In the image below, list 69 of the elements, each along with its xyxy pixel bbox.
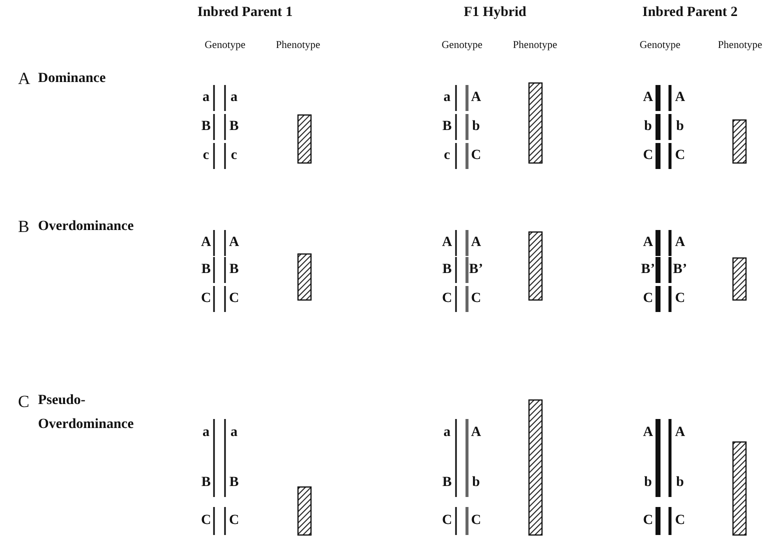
section-title: Dominance: [38, 72, 106, 86]
allele-label: C: [470, 149, 482, 163]
allele-label: A: [442, 236, 452, 250]
section-letter: C: [18, 393, 30, 410]
allele-label: C: [470, 514, 482, 528]
allele-label: B’: [673, 263, 687, 277]
allele-label: B’: [469, 263, 483, 277]
allele-label: a: [230, 426, 238, 440]
allele-label: a: [444, 91, 450, 105]
column-subheader: Phenotype: [276, 41, 320, 52]
section-title: Overdominance: [38, 220, 134, 234]
allele-label: B: [442, 263, 452, 277]
section-title: Pseudo- Overdominance: [38, 392, 135, 434]
allele-label: b: [644, 476, 652, 490]
allele-label: B: [442, 476, 452, 490]
allele-label: C: [200, 514, 212, 528]
allele-label: A: [642, 236, 654, 250]
allele-label: b: [472, 120, 480, 134]
allele-label: C: [642, 292, 654, 306]
allele-label: C: [442, 514, 452, 528]
allele-label: C: [674, 514, 686, 528]
allele-label: a: [202, 91, 210, 105]
section-letter: A: [18, 70, 30, 87]
allele-label: A: [674, 236, 686, 250]
column-subheader: Phenotype: [512, 41, 558, 52]
column-header: F1 Hybrid: [464, 6, 526, 20]
allele-label: C: [674, 292, 686, 306]
allele-label: C: [228, 292, 240, 306]
allele-label: A: [642, 91, 654, 105]
allele-label: c: [230, 149, 238, 163]
allele-label: C: [674, 149, 686, 163]
allele-label: B: [201, 476, 211, 490]
column-subheader: Phenotype: [718, 41, 762, 52]
allele-label: B: [442, 120, 452, 134]
allele-label: a: [202, 426, 210, 440]
allele-label: B: [229, 120, 239, 134]
allele-label: a: [444, 426, 450, 440]
allele-label: C: [442, 292, 452, 306]
allele-label: C: [228, 514, 240, 528]
allele-label: c: [444, 149, 450, 163]
allele-label: A: [200, 236, 212, 250]
column-subheader: Genotype: [640, 41, 680, 52]
allele-label: A: [674, 91, 686, 105]
column-subheader: Genotype: [442, 41, 482, 52]
allele-label: A: [470, 426, 482, 440]
allele-label: b: [676, 476, 684, 490]
allele-label: B: [201, 263, 211, 277]
column-subheader: Genotype: [204, 41, 246, 52]
allele-label: A: [470, 236, 482, 250]
column-header: Inbred Parent 1: [197, 6, 293, 20]
allele-label: C: [470, 292, 482, 306]
allele-label: A: [642, 426, 654, 440]
allele-label: C: [642, 149, 654, 163]
allele-label: A: [470, 91, 482, 105]
allele-label: b: [676, 120, 684, 134]
allele-label: B: [229, 263, 239, 277]
allele-label: C: [642, 514, 654, 528]
allele-label: c: [202, 149, 210, 163]
column-header: Inbred Parent 2: [642, 6, 738, 20]
allele-label: B: [201, 120, 211, 134]
allele-label: B’: [641, 263, 655, 277]
allele-label: A: [674, 426, 686, 440]
allele-label: C: [200, 292, 212, 306]
allele-label: a: [230, 91, 238, 105]
allele-label: b: [472, 476, 480, 490]
allele-label: A: [228, 236, 240, 250]
section-letter: B: [18, 218, 30, 235]
allele-label: B: [229, 476, 239, 490]
allele-label: b: [644, 120, 652, 134]
